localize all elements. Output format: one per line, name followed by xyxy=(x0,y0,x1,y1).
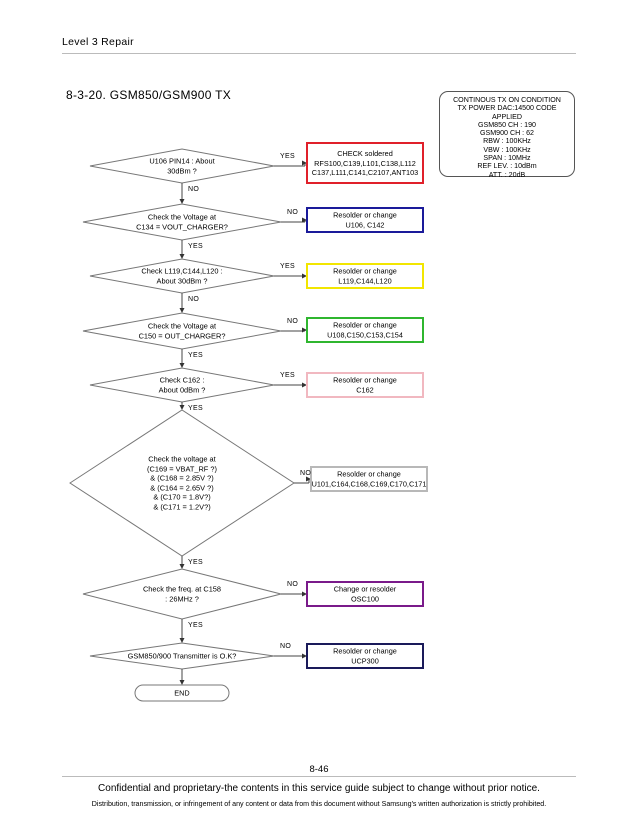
footer-rule xyxy=(62,776,576,777)
action-box xyxy=(310,466,428,492)
page-number: 8-46 xyxy=(309,764,329,775)
condition-line: TX POWER DAC:14500 CODE xyxy=(457,104,557,113)
decision-text: Check L119,C144,L120 : About 30dBm ? xyxy=(141,266,223,286)
branch-arrow xyxy=(302,160,307,166)
section-header: Level 3 Repair xyxy=(62,36,134,48)
down-arrow xyxy=(179,199,185,204)
action-text: Resolder or change U106, C142 xyxy=(333,210,397,230)
down-arrow xyxy=(179,564,185,569)
down-arrow xyxy=(179,405,185,410)
branch-label: YES xyxy=(280,263,295,270)
action-box xyxy=(306,643,424,669)
condition-line: ATT. : 20dB xyxy=(488,170,526,179)
down-label: YES xyxy=(188,352,203,359)
down-label: YES xyxy=(188,559,203,566)
branch-arrow xyxy=(302,591,307,597)
action-box xyxy=(306,581,424,607)
branch-label: NO xyxy=(280,643,292,650)
decision-text: Check the freq. at C158 : 26MHz ? xyxy=(142,584,222,604)
branch-label: NO xyxy=(287,318,299,325)
condition-line: VBW : 100KHz xyxy=(483,145,531,154)
condition-line: CONTINOUS TX ON CONDITION xyxy=(453,96,561,104)
action-text: Resolder or change L119,C144,L120 xyxy=(333,266,397,286)
action-box xyxy=(306,263,424,289)
branch-label: NO xyxy=(287,209,299,216)
down-arrow xyxy=(179,680,185,685)
end-terminator xyxy=(134,684,230,702)
decision-text: GSM850/900 Transmitter is O.K? xyxy=(127,651,237,661)
down-arrow xyxy=(179,638,185,643)
decision-text: Check the voltage at (C169 = VBAT_RF ?) … xyxy=(147,454,217,512)
down-label: YES xyxy=(188,243,203,250)
branch-arrow xyxy=(302,273,307,279)
branch-arrow xyxy=(302,382,307,388)
action-box xyxy=(306,317,424,343)
condition-line: SPAN : 10MHz xyxy=(483,154,531,163)
action-text: Resolder or change U108,C150,C153,C154 xyxy=(327,320,403,340)
condition-line: GSM850 CH : 190 xyxy=(478,120,536,129)
action-text: Change or resolder OSC100 xyxy=(333,584,397,604)
branch-arrow xyxy=(306,476,311,482)
branch-arrow xyxy=(302,327,307,333)
branch-label: YES xyxy=(280,372,295,379)
condition-line: RBW : 100KHz xyxy=(483,137,531,146)
decision-text: Check the Voltage at C150 = OUT_CHARGER? xyxy=(138,321,226,341)
action-box xyxy=(306,372,424,398)
condition-line: APPLIED xyxy=(492,112,522,121)
down-arrow xyxy=(179,363,185,368)
page-title: 8-3-20. GSM850/GSM900 TX xyxy=(66,88,232,102)
down-label: NO xyxy=(188,296,200,303)
down-arrow xyxy=(179,308,185,313)
down-label: YES xyxy=(188,405,203,412)
down-arrow xyxy=(179,254,185,259)
branch-label: NO xyxy=(300,470,312,477)
condition-line: GSM900 CH : 62 xyxy=(479,129,534,138)
down-label: YES xyxy=(188,622,203,629)
distribution-notice: Distribution, transmission, or infringem… xyxy=(91,800,547,808)
branch-arrow xyxy=(302,653,307,659)
decision-text: Check C162 : About 0dBm ? xyxy=(158,375,206,395)
action-text: CHECK soldered RFS100,C139,L101,C138,L11… xyxy=(311,148,419,177)
branch-label: YES xyxy=(280,153,295,160)
branch-arrow xyxy=(302,217,307,223)
action-box xyxy=(306,207,424,233)
decision-text: U106 PIN14 : About 30dBm ? xyxy=(149,156,215,176)
end-label: END xyxy=(174,688,190,698)
condition-line: REF LEV. : 10dBm xyxy=(477,162,537,171)
header-rule xyxy=(62,53,576,54)
confidential-notice: Confidential and proprietary-the content… xyxy=(98,783,540,794)
action-text: Resolder or change C162 xyxy=(333,375,397,395)
action-text: Resolder or change UCP300 xyxy=(333,646,397,666)
down-label: NO xyxy=(188,186,200,193)
action-text: Resolder or change U101,C164,C168,C169,C… xyxy=(311,469,427,489)
action-box xyxy=(306,142,424,184)
decision-text: Check the Voltage at C134 = VOUT_CHARGER… xyxy=(136,212,228,232)
branch-label: NO xyxy=(287,581,299,588)
